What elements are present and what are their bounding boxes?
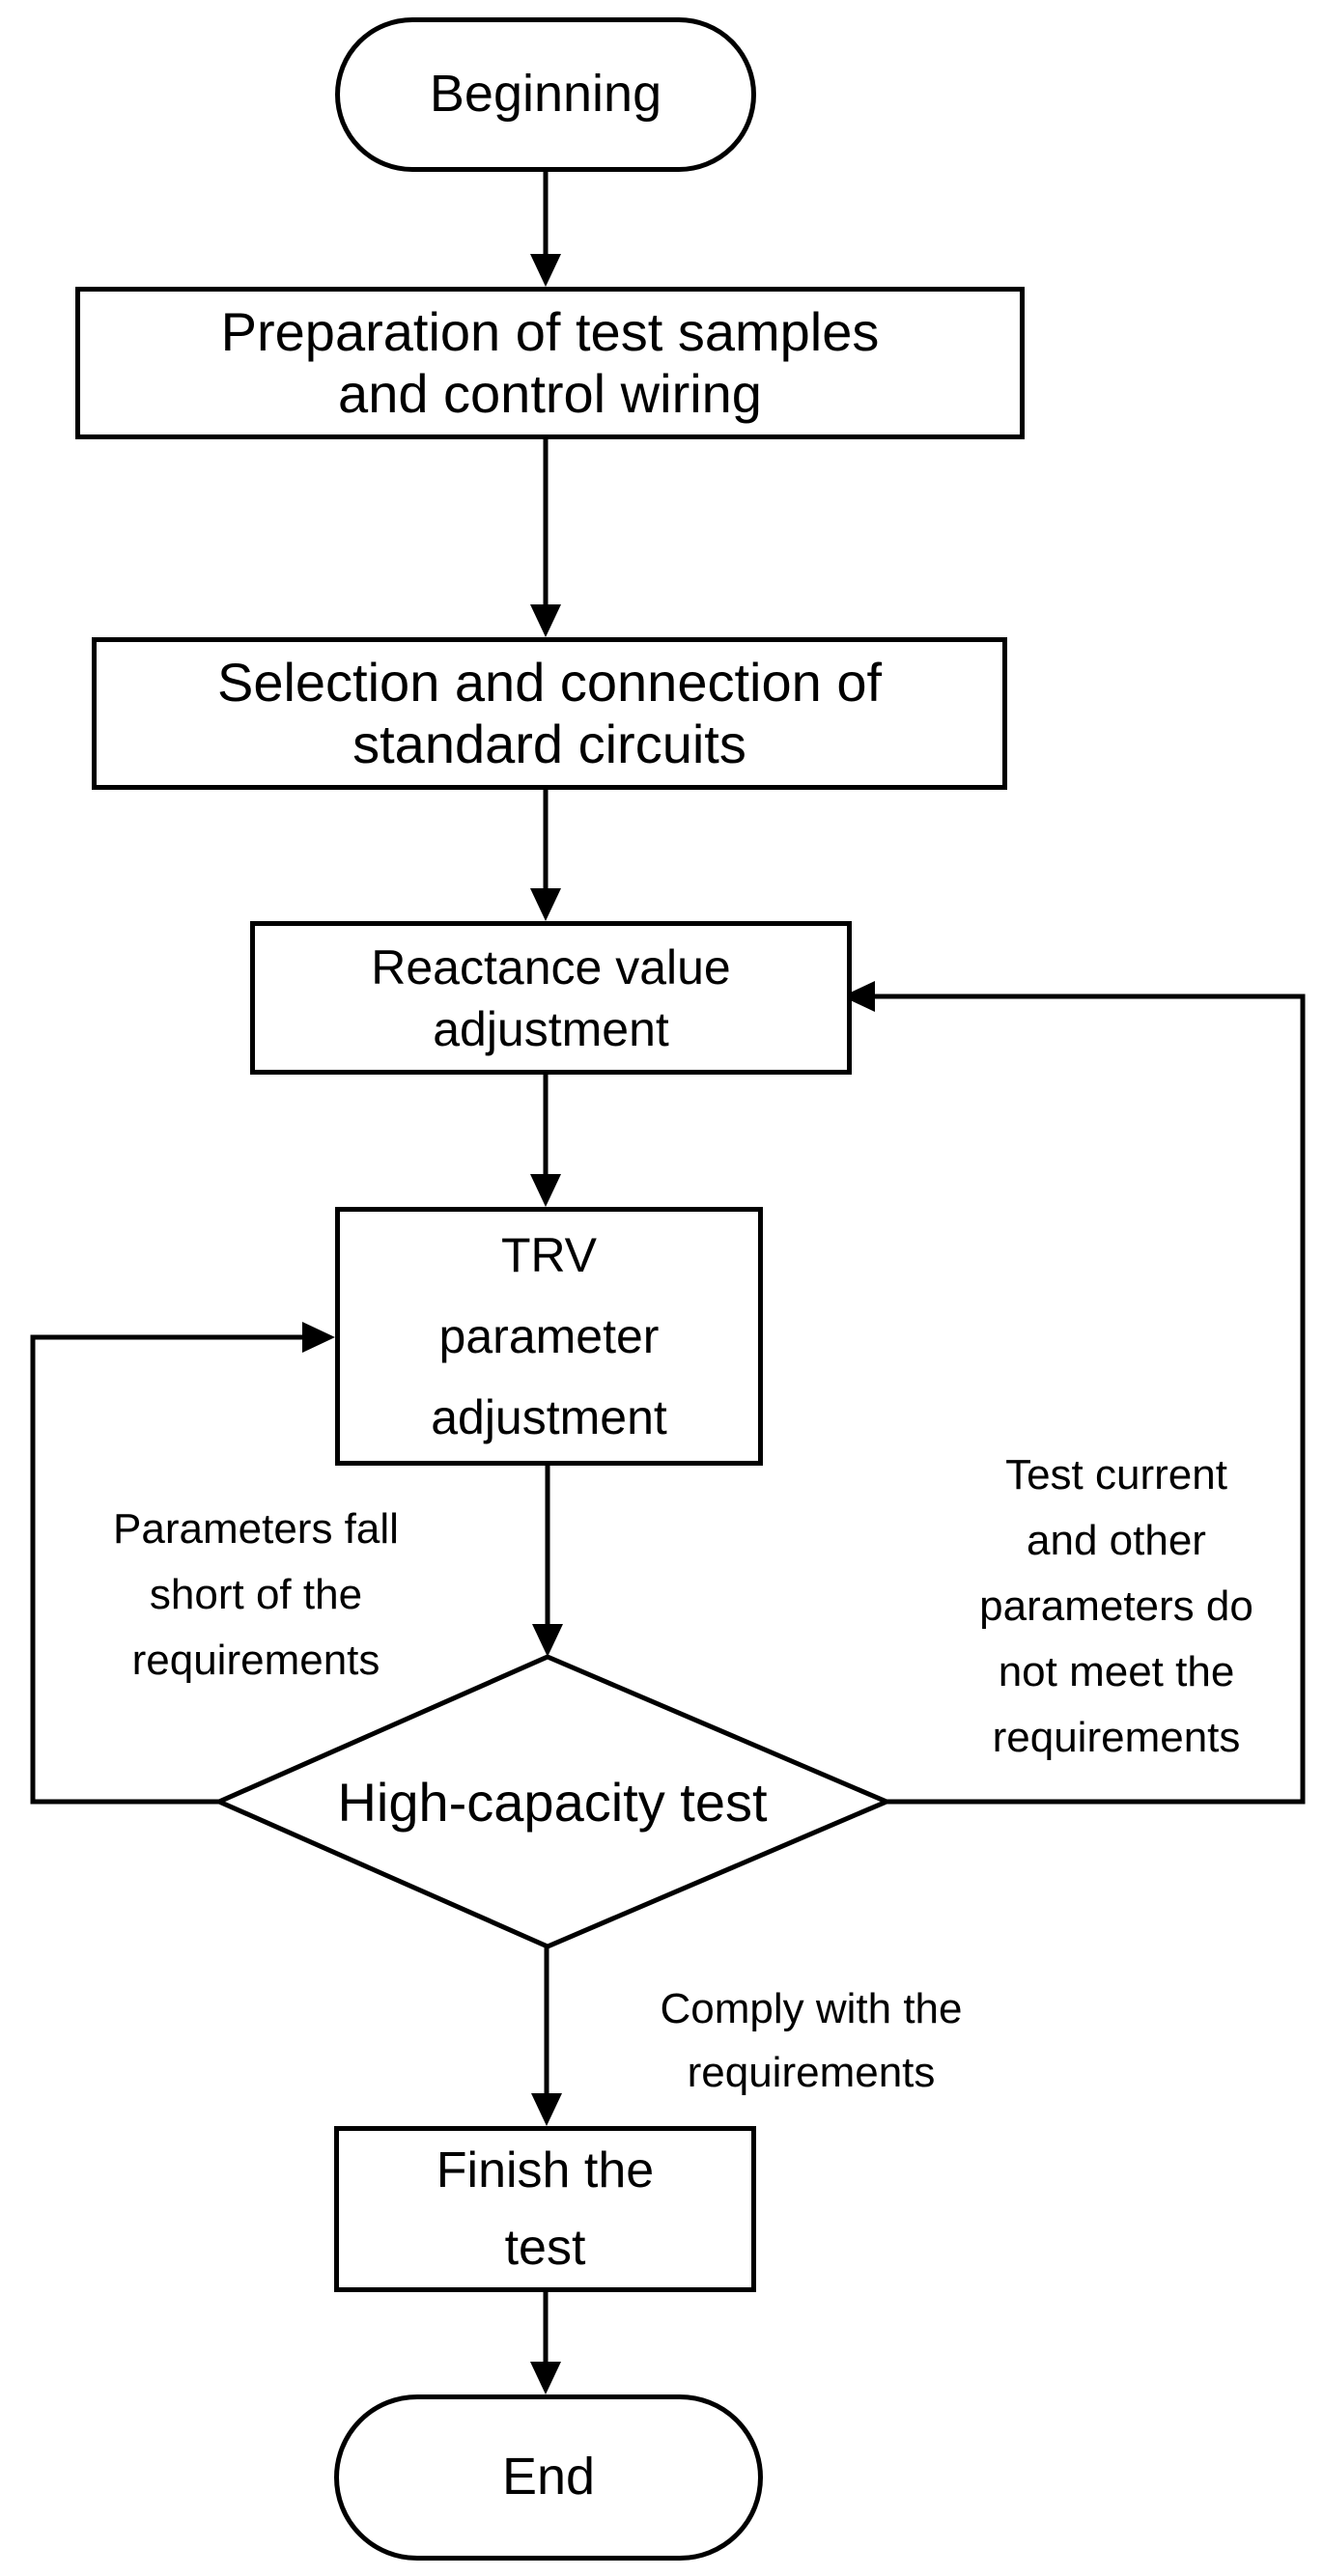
node-reactance-process: Reactance value adjustment [250,921,852,1075]
node-trv-process: TRV parameter adjustment [335,1207,763,1466]
edge-selection-reactance-arrowhead [530,888,561,921]
edge-preparation-selection-arrowhead [530,604,561,637]
node-beginning-terminator: Beginning [335,17,756,172]
node-end-terminator: End [334,2394,763,2561]
edge-label-parameters-fall-short: Parameters fall short of the requirement… [113,1505,399,1684]
edge-beginning-preparation-arrowhead [530,254,561,287]
edge-decision-finish-arrowhead [531,2093,562,2126]
edge-label-comply-with-requirements: Comply with the requirements [660,1985,963,2096]
node-beginning-label: Beginning [429,65,662,124]
decision-label-text: High-capacity test [337,1771,768,1833]
node-preparation-label: Preparation of test samples and control … [220,301,880,424]
node-finish-label: Finish the test [436,2142,655,2276]
node-decision-label: High-capacity test [263,1763,842,1840]
node-preparation-process: Preparation of test samples and control … [75,287,1025,439]
edge-finish-end-arrowhead [530,2362,561,2394]
edge-reactance-trv-arrowhead [530,1174,561,1207]
edge-trv-decision-arrowhead [532,1624,563,1657]
node-reactance-label: Reactance value adjustment [371,939,731,1056]
edge-decision-trv-feedback-arrowhead [302,1322,335,1353]
node-finish-process: Finish the test [334,2126,756,2292]
node-selection-process: Selection and connection of standard cir… [92,637,1007,790]
node-trv-label: TRV parameter adjustment [431,1228,667,1444]
node-selection-label: Selection and connection of standard cir… [216,652,883,774]
edge-label-test-current-not-meet: Test current and other parameters do not… [979,1451,1253,1761]
node-end-label: End [501,2448,596,2506]
